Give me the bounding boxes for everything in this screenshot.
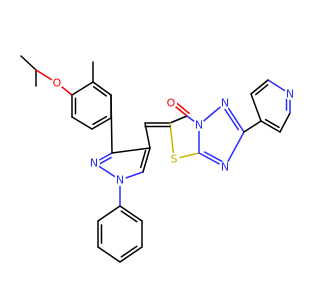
bond-Q4-PZ3 — [111, 147, 151, 154]
bond-Ph4-Ph5 — [119, 246, 143, 263]
atom-n-fused: N — [193, 119, 205, 132]
bond-iC1-iCH — [20, 55, 37, 71]
bond-C2-NT3 — [224, 131, 245, 168]
atom-n-pyrazole-2: N — [88, 157, 100, 170]
atom-s-ring-label: S — [171, 153, 178, 166]
atom-n-triazole-top-label: N — [221, 97, 229, 110]
atom-s-ring: S — [168, 153, 180, 166]
atom-o-ether: O — [51, 77, 63, 90]
bond-Y2-Y3 — [279, 112, 291, 133]
bond-Y6-Y1 — [250, 93, 262, 122]
bond-Ph6-Ph1 — [119, 205, 143, 222]
bond-double-A4-A5 — [92, 115, 108, 126]
atom-labels: O O S N N N N N — [51, 77, 296, 187]
bond-double-Y5-Y6 — [255, 84, 269, 96]
atom-n-pyridine: N — [284, 88, 296, 101]
bond-double-Y1-Y2 — [264, 118, 280, 129]
atom-o-carbonyl: O — [165, 97, 177, 110]
bond-double-Ph6-Ph1 — [120, 210, 138, 223]
bond-double-A2-A3 — [92, 86, 108, 97]
bond-S-C5 — [169, 122, 175, 160]
bond-Ph3-Ph4 — [97, 246, 121, 263]
atom-o-carbonyl-label: O — [167, 97, 176, 110]
atom-n-pyridine-label: N — [286, 88, 294, 101]
bond-A1-A2 — [71, 81, 94, 96]
atom-n-pyrazole-1: N — [114, 174, 126, 187]
bond-Y1-Y2 — [260, 120, 281, 133]
bond-Y5-Y6 — [250, 79, 269, 95]
bond-double-NT1-C2 — [224, 108, 239, 131]
bond-double-Ph4-Ph5 — [120, 245, 138, 258]
molecule-structure: O O S N N N N N — [20, 55, 296, 263]
bond-double-PZ3-N2 — [97, 156, 112, 166]
atom-n-pyrazole-1-label: N — [116, 174, 124, 187]
bond-C2-Y1 — [243, 120, 262, 133]
bond-A5-A6 — [71, 116, 93, 130]
bond-PZ5-Q4 — [142, 147, 151, 173]
atom-n-triazole-top: N — [219, 97, 231, 110]
bond-C5-CO — [169, 115, 188, 124]
bond-A4-A5 — [91, 117, 112, 130]
bond-A3-PZ3 — [110, 94, 113, 154]
bond-double-PZ5-Q4 — [139, 149, 147, 169]
atom-n-pyrazole-2-label: N — [90, 157, 98, 170]
atom-n-fused-label: N — [195, 119, 203, 132]
atom-o-ether-label: O — [53, 77, 62, 90]
atom-n-triazole-bottom-label: N — [221, 161, 229, 174]
bond-A2-A3 — [92, 81, 112, 96]
bond-Ph1-Ph2 — [97, 205, 121, 222]
bond-double-NT3-C7 — [203, 151, 224, 163]
atom-n-triazole-bottom: N — [219, 161, 231, 174]
